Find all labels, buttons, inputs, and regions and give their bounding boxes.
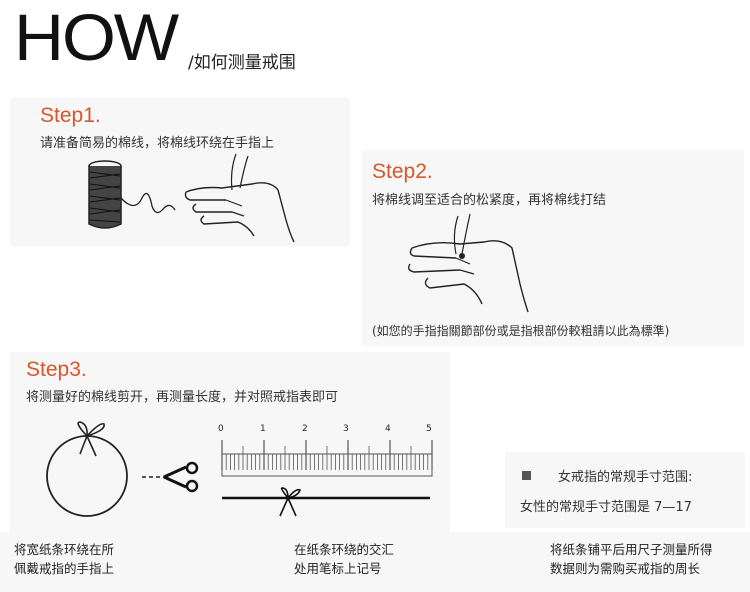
thread-ring-illustration [46,421,128,517]
size-background [505,452,745,528]
thread-spool-illustration [88,160,176,229]
caption-right-line2: 数据则为需购买戒指的周长 [550,561,701,577]
step1-description: 请准备简易的棉线，将棉线环绕在手指上 [40,136,275,151]
caption-middle: 在纸条环绕的交汇 处用笔标上记号 [294,540,394,579]
ruler-label-1: 1 [260,424,266,434]
ruler-tick-labels: 0 1 2 3 4 5 [218,424,438,438]
step1-background [10,98,350,246]
captions-background [0,532,750,592]
caption-right: 将纸条铺平后用尺子测量所得 数据则为需购买戒指的周长 [550,540,713,579]
measured-thread-illustration [222,487,430,517]
size-bullet-icon [522,471,531,480]
step2-description: 将棉线调至适合的松紧度，再将棉线打结 [372,193,607,208]
step3-background [10,352,450,532]
page-title: HOW [14,0,179,74]
step2-title: Step2. [372,160,433,183]
caption-middle-line1: 在纸条环绕的交汇 [294,542,395,557]
step1-title: Step1. [40,104,101,127]
size-info-title: 女戒指的常规手寸范围: [558,470,693,485]
hand-knot-illustration [407,213,529,313]
ruler-illustration [221,440,433,477]
step3-title: Step3. [26,358,87,381]
step2-background [362,150,744,346]
step3-description: 将测量好的棉线剪开，再测量长度，并对照戒指表即可 [26,390,339,405]
caption-left-line1: 将宽纸条环绕在所 [14,542,115,557]
size-info-range: 女性的常规手寸范围是 7—17 [520,500,692,515]
caption-right-line1: 将纸条铺平后用尺子测量所得 [550,542,713,557]
ruler-label-5: 5 [426,424,432,434]
ruler-label-3: 3 [343,424,349,434]
caption-left: 将宽纸条环绕在所 佩戴戒指的手指上 [14,540,114,579]
page-subtitle: /如何测量戒围 [188,53,296,73]
ruler-label-4: 4 [385,424,391,434]
hand-thread-illustration [184,153,295,243]
ruler-label-0: 0 [218,424,224,434]
caption-middle-line2: 处用笔标上记号 [294,561,382,577]
caption-left-line2: 佩戴戒指的手指上 [14,561,115,577]
step2-note: (如您的手指指關節部份或是指根部份較粗請以此為標準) [372,324,670,338]
ruler-label-2: 2 [302,424,308,434]
scissors-icon [142,461,199,493]
